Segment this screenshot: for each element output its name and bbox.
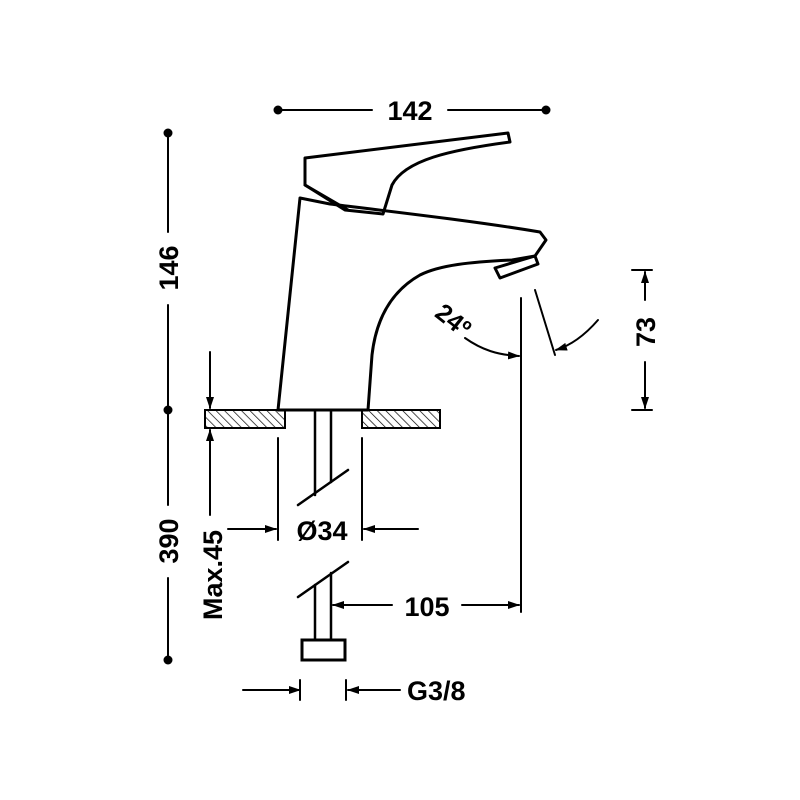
countertop-left	[204, 409, 286, 429]
width-dimension: 142	[273, 96, 551, 126]
spout-height-label: 73	[631, 317, 661, 347]
max-thickness-label: Max.45	[198, 530, 228, 620]
connection-dimension: G3/8	[242, 676, 466, 706]
total-height-dimension: 390	[154, 409, 184, 665]
dimension-point	[163, 655, 173, 665]
angle-label: 24º	[430, 298, 476, 343]
angle-dimension: 24º	[430, 289, 599, 360]
hose-connector-nut	[300, 638, 347, 662]
dimension-point	[163, 128, 173, 138]
total-height-label: 390	[154, 518, 184, 563]
dimension-point	[273, 105, 283, 115]
faucet-body	[276, 131, 548, 412]
countertop-right	[361, 409, 441, 429]
reach-label: 105	[404, 592, 449, 622]
connection-label: G3/8	[407, 676, 466, 706]
width-label: 142	[387, 96, 432, 126]
reach-dimension: 105	[332, 297, 522, 622]
dimension-point	[541, 105, 551, 115]
hole-diameter-label: Ø34	[296, 516, 347, 546]
hole-diameter-dimension: Ø34	[227, 437, 419, 546]
countertop	[204, 409, 441, 429]
height-label: 146	[154, 245, 184, 290]
height-dimension: 146	[154, 128, 184, 415]
supply-hose	[296, 408, 350, 662]
spout-height-dimension: 73	[631, 269, 661, 411]
max-thickness-dimension: Max.45	[198, 351, 228, 620]
